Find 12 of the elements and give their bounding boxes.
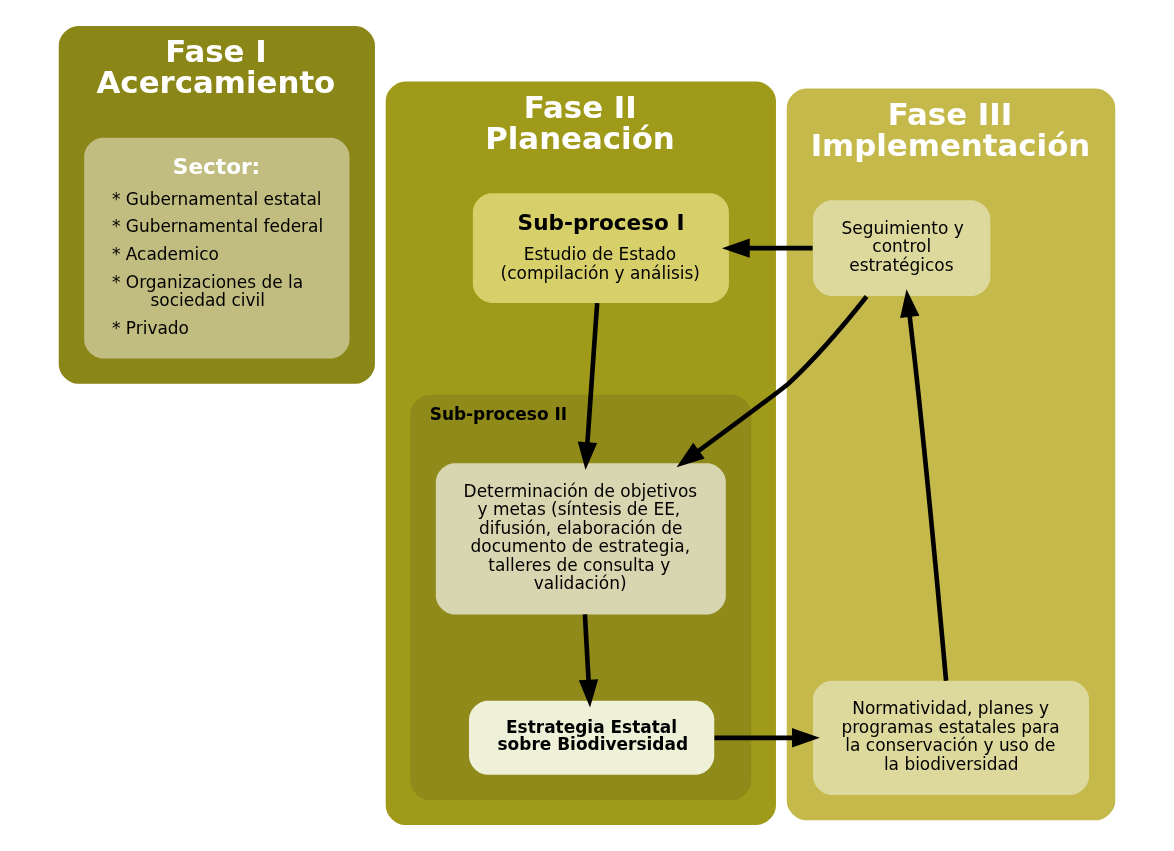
node-box: Normatividad, planes y programas estatales para la conservación y uso de la biodiversidad — [812, 680, 1090, 795]
node-box: Sector: * Gubernamental estatal * Gubernamental federal * Academico * Organizaciones de la sociedad civil * Privado — [84, 137, 350, 359]
node-box: Seguimiento y control estratégicos — [812, 200, 991, 296]
node-box: Estrategia Estatal sobre Biodiversidad — [469, 700, 715, 775]
arrow — [577, 302, 600, 470]
node-box: Sub-proceso I Estudio de Estado (compilación y análisis) — [472, 193, 729, 303]
arrow — [578, 614, 599, 708]
node-box: Determinación de objetivos y metas (síntesis de EE, difusión, elaboración de documento de estrategia, talleres de consulta y validación) — [435, 463, 726, 615]
arrow — [714, 728, 820, 748]
arrow — [900, 289, 949, 681]
arrow — [676, 295, 869, 468]
arrow — [721, 238, 813, 258]
